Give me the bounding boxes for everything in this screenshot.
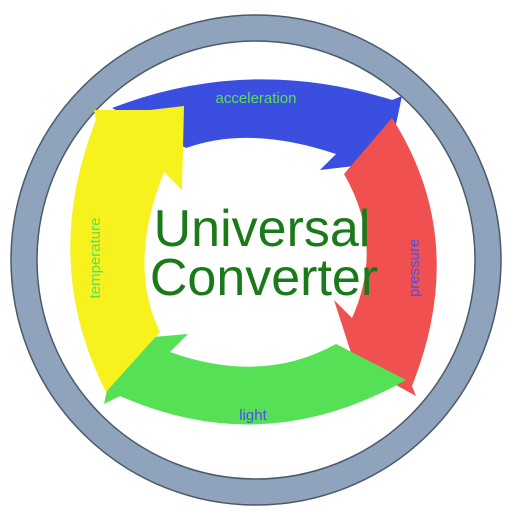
label-acceleration: acceleration [216, 90, 297, 107]
title-line-2: Converter [150, 249, 378, 307]
outer-ring [11, 15, 501, 505]
segment-temperature [70, 106, 184, 392]
segment-acceleration [112, 79, 402, 170]
outer-ring-edge-inner [36, 40, 476, 480]
label-pressure: pressure [406, 239, 423, 297]
outer-ring-edge-outer [10, 14, 502, 506]
label-temperature: temperature [87, 218, 104, 299]
segment-pressure [334, 118, 437, 396]
segment-light [104, 334, 406, 425]
title-line-1: Universal [154, 200, 371, 258]
label-light: light [239, 407, 267, 424]
